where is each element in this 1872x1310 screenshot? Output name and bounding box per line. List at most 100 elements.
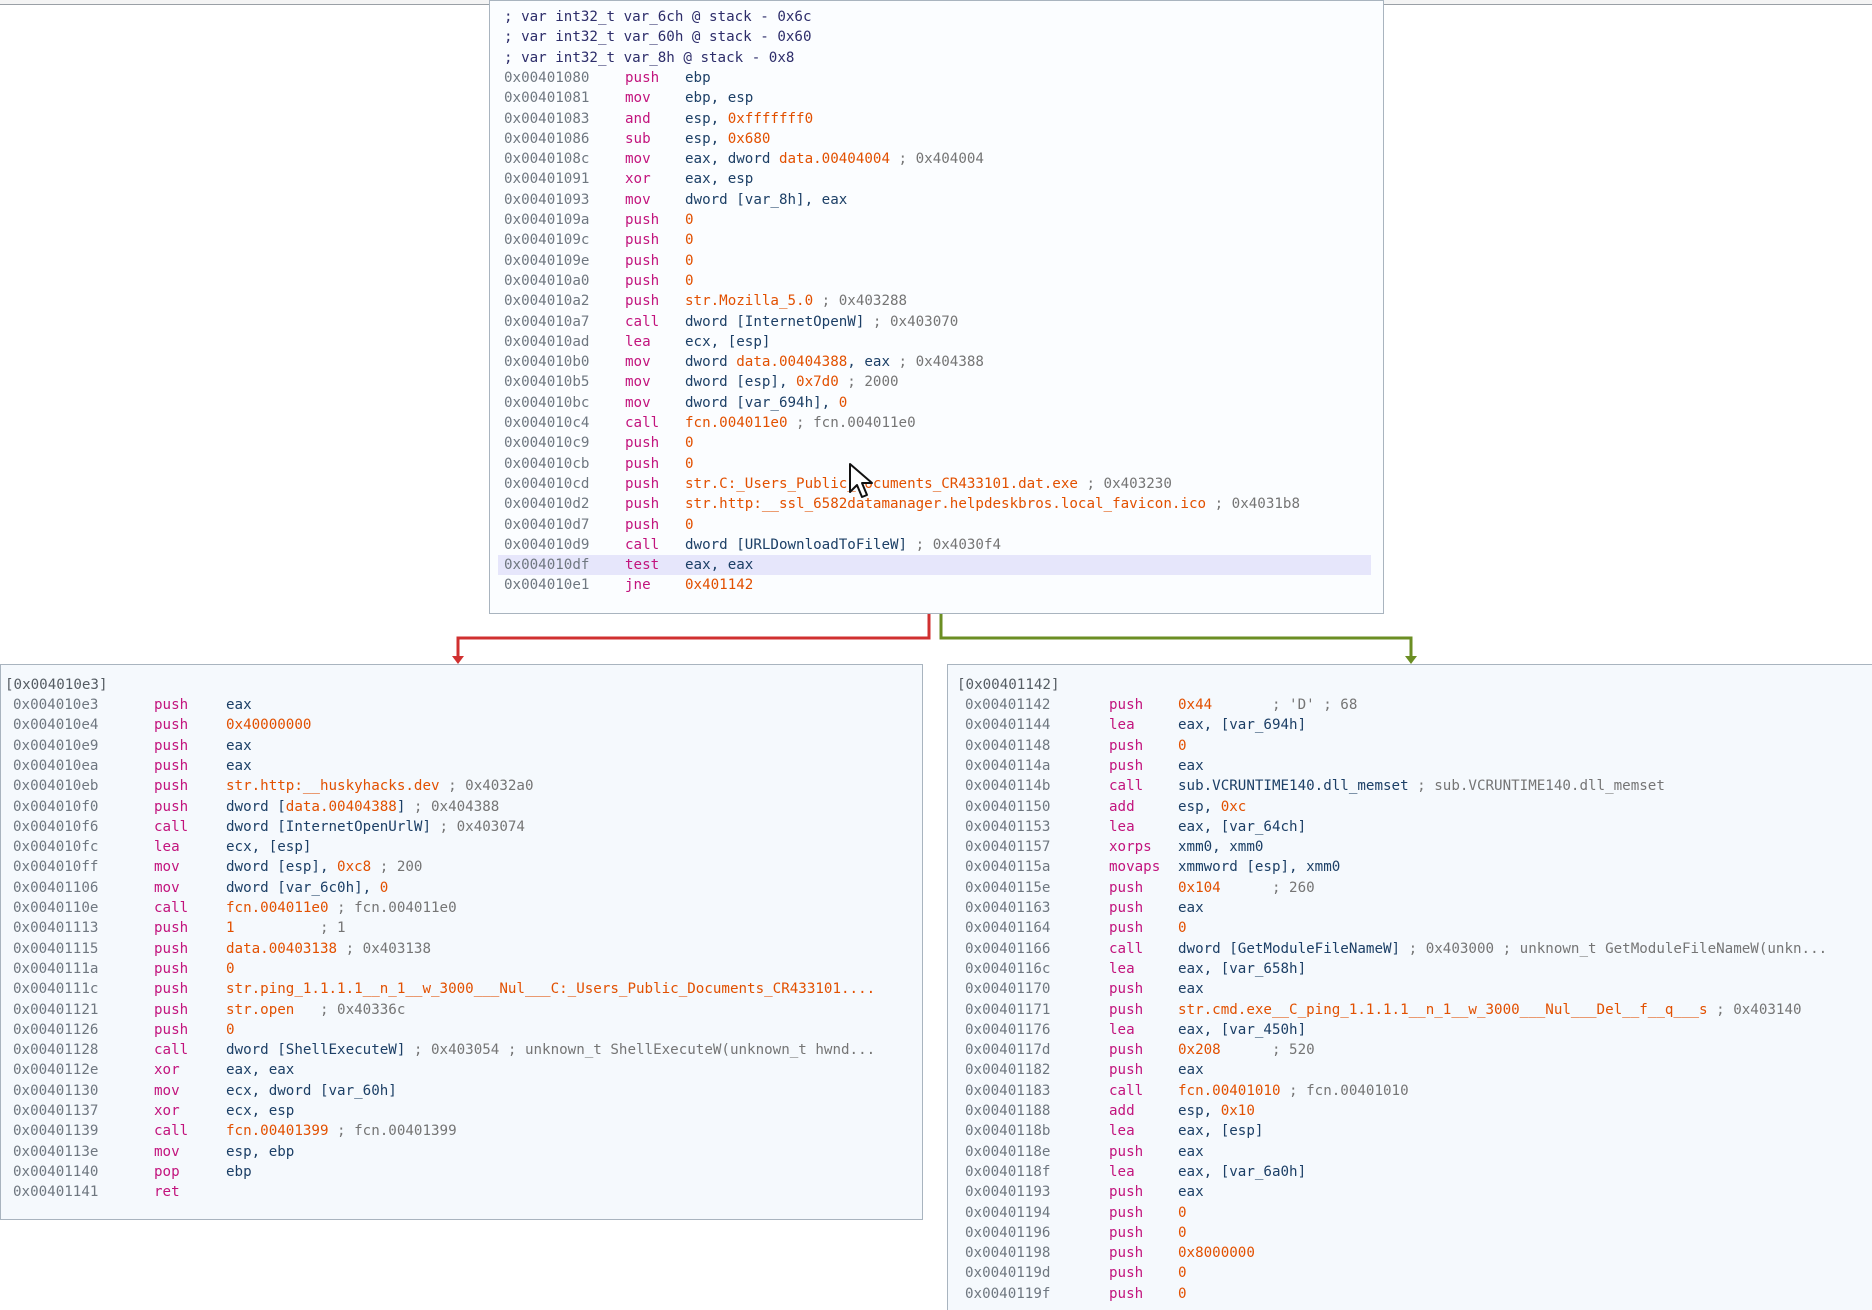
instruction-address[interactable]: 0x0040118b: [965, 1123, 1051, 1140]
instruction-address[interactable]: 0x004010f6: [13, 818, 99, 835]
instruction-address[interactable]: 0x0040113e: [13, 1143, 99, 1160]
instruction-address[interactable]: 0x0040109a: [504, 212, 590, 228]
instruction-address[interactable]: 0x0040111c: [13, 981, 99, 998]
instruction-address[interactable]: 0x004010b0: [504, 354, 590, 371]
instruction-address[interactable]: 0x00401153: [965, 818, 1051, 835]
instruction-address[interactable]: 0x0040114b: [965, 778, 1051, 795]
instruction-address[interactable]: 0x00401115: [13, 940, 99, 957]
instruction-address[interactable]: 0x00401157: [965, 839, 1051, 856]
instruction-address[interactable]: 0x004010eb: [13, 778, 99, 795]
instruction-address[interactable]: 0x004010ad: [504, 333, 590, 350]
instruction-address[interactable]: 0x00401188: [965, 1103, 1051, 1119]
instruction-address[interactable]: 0x00401176: [965, 1021, 1051, 1038]
instruction-address[interactable]: 0x00401140: [13, 1163, 99, 1180]
instruction-address[interactable]: 0x00401148: [965, 737, 1051, 754]
instruction-address[interactable]: 0x00401083: [504, 110, 590, 127]
instruction-address[interactable]: 0x00401113: [13, 920, 99, 937]
instruction-address[interactable]: 0x004010e3: [13, 697, 99, 713]
instruction-address[interactable]: 0x00401182: [965, 1062, 1051, 1079]
instruction-address[interactable]: 0x004010e4: [13, 717, 99, 734]
edge-false-branch[interactable]: [456, 614, 931, 658]
instruction-address[interactable]: 0x00401196: [965, 1224, 1051, 1241]
instruction-address[interactable]: 0x00401141: [13, 1184, 99, 1201]
instruction-address[interactable]: 0x0040116c: [965, 960, 1051, 977]
instruction-address[interactable]: 0x00401121: [13, 1001, 99, 1018]
instruction-address[interactable]: 0x00401166: [965, 940, 1051, 957]
instruction-address[interactable]: 0x00401163: [965, 900, 1051, 916]
instruction-address[interactable]: 0x004010df: [504, 557, 590, 574]
instruction-address[interactable]: 0x00401130: [13, 1082, 99, 1099]
instruction-address[interactable]: 0x004010d7: [504, 516, 590, 533]
instruction-address[interactable]: 0x00401194: [965, 1204, 1051, 1221]
instruction-address[interactable]: 0x004010c9: [504, 435, 590, 452]
instruction-address[interactable]: 0x004010a7: [504, 313, 590, 330]
instruction-address[interactable]: 0x00401198: [965, 1245, 1051, 1262]
instruction-address[interactable]: 0x00401164: [965, 920, 1051, 937]
instruction-address[interactable]: 0x0040119f: [965, 1285, 1051, 1302]
instruction-address[interactable]: 0x00401106: [13, 879, 99, 896]
instruction-address[interactable]: 0x00401126: [13, 1021, 99, 1038]
instruction-address[interactable]: 0x004010b5: [504, 374, 590, 391]
instruction-address[interactable]: 0x0040118f: [965, 1163, 1051, 1180]
instruction-address[interactable]: 0x00401093: [504, 191, 590, 208]
asm-line[interactable]: ; var int32_t var_6ch @ stack - 0x6c: [498, 7, 1371, 27]
instruction-address[interactable]: 0x00401170: [965, 981, 1051, 998]
instruction-address[interactable]: 0x00401142: [965, 697, 1051, 713]
instruction-address[interactable]: 0x0040114a: [965, 757, 1051, 774]
instruction-address[interactable]: 0x004010f0: [13, 798, 99, 815]
instruction-address[interactable]: 0x004010e9: [13, 737, 99, 754]
instruction-address[interactable]: 0x0040110e: [13, 900, 99, 916]
instruction-address[interactable]: 0x0040115a: [965, 859, 1051, 876]
